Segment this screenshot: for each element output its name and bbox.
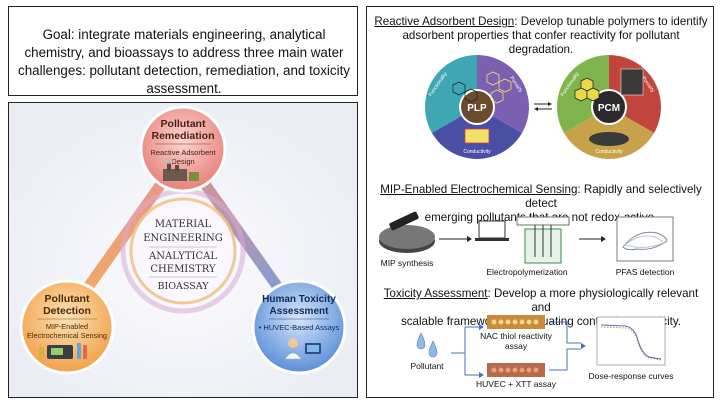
mip-electrode-icon [379,211,435,253]
porous-network-icon [486,71,512,104]
triangle-diagram: MATERIAL ENGINEERING ANALYTICAL CHEMISTR… [9,103,357,397]
mip-heading: MIP-Enabled Electrochemical Sensing [380,183,578,196]
micrograph-icon [620,68,644,96]
electropolymerization-setup-icon [475,216,570,264]
goal-text: Goal: integrate materials engineering, a… [18,27,350,96]
pfas-detection-label: PFAS detection [616,267,675,277]
toxicity-heading: Toxicity Assessment [383,287,488,300]
toxicity-figure: Pollutant NAC thiol reactivity assay HUV… [410,315,674,389]
toxicity-title-1: Human Toxicity [262,294,336,305]
electropolymerization-label: Electropolymerization [486,267,568,277]
remediation-title-1: Pollutant [161,118,206,130]
plp-center-label: PLP [467,103,487,114]
approach-panel: Reactive Adsorbent Design: Develop tunab… [366,6,714,398]
graphene-sheet-icon [589,132,629,146]
arrow-icon [479,372,484,378]
remediation-sub-1: Reactive Adsorbent [150,148,216,157]
arrow-icon [601,236,606,242]
pcm-wheel: PCM Functionality Porosity Conductivity [557,55,661,159]
remediation-sub-2: Design [171,157,194,166]
remediation-title-2: Remediation [151,130,214,142]
node-toxicity: Human Toxicity Assessment • HUVEC-Based … [251,279,347,375]
reactive-body-2: adsorbent properties that confer reactiv… [402,29,680,56]
pcm-conductivity-label: Conductivity [595,149,623,155]
mip-synthesis-label: MIP synthesis [381,258,434,268]
dose-response-plot-icon [596,316,666,366]
conductive-structure-icon [464,128,490,144]
reactive-adsorbent-figure: PLP Functionality Porosity Conductivity [425,55,661,159]
center-word-3: ANALYTICAL [148,251,217,262]
nac-assay-label-1: NAC thiol reactivity [480,331,553,341]
water-drops-icon [416,332,438,358]
pcm-center-label: PCM [598,103,620,114]
toxicity-body-1: : Develop a more physiologically relevan… [487,287,699,314]
reactive-adsorbent-section-title: Reactive Adsorbent Design: Develop tunab… [373,15,709,57]
toxicity-sub-1: • HUVEC-Based Assays [259,323,340,332]
node-detection: Pollutant Detection MIP-Enabled Electroc… [19,279,115,375]
pollutant-label: Pollutant [410,361,444,371]
node-remediation: Pollutant Remediation Reactive Adsorbent… [139,105,227,193]
plp-conductivity-label: Conductivity [463,149,491,155]
detection-title-2: Detection [43,305,91,317]
toxicity-title-2: Assessment [270,306,330,317]
molecule-icon [452,81,478,103]
plp-wheel: PLP Functionality Porosity Conductivity [425,55,529,159]
fused-ring-icon [574,77,600,102]
well-plate-icon [487,363,545,377]
arrow-icon [479,324,484,330]
cyclic-voltammogram-icon [616,216,674,262]
detection-sub-2: Electrochemical Sensing [27,331,107,340]
center-word-4: CHEMISTRY [150,264,216,275]
nac-assay-label-2: assay [505,341,528,351]
arrow-icon [467,236,472,242]
mip-figure: MIP synthesis Electropolymerization PFAS… [379,211,675,277]
detection-title-1: Pollutant [45,293,90,305]
goal-panel: Goal: integrate materials engineering, a… [8,6,358,96]
center-word-2: ENGINEERING [143,233,223,244]
well-plate-icon [487,315,545,329]
center-word-1: MATERIAL [155,219,212,230]
arrow-icon [581,343,586,349]
huvec-assay-label: HUVEC + XTT assay [476,379,557,389]
reactive-heading: Reactive Adsorbent Design [374,15,515,28]
reactive-body-1: : Develop tunable polymers to identify [514,15,708,28]
mip-body-1: : Rapidly and selectively detect [525,183,702,210]
scientist-icon [284,338,321,360]
detection-sub-1: MIP-Enabled [46,322,88,331]
sensor-icon [39,343,87,359]
center-word-5: BIOASSAY [158,281,210,292]
factory-icon [163,158,199,181]
triangle-diagram-panel: MATERIAL ENGINEERING ANALYTICAL CHEMISTR… [8,102,358,398]
equilibrium-arrows-icon [534,102,552,111]
dose-response-label: Dose-response curves [588,371,673,381]
